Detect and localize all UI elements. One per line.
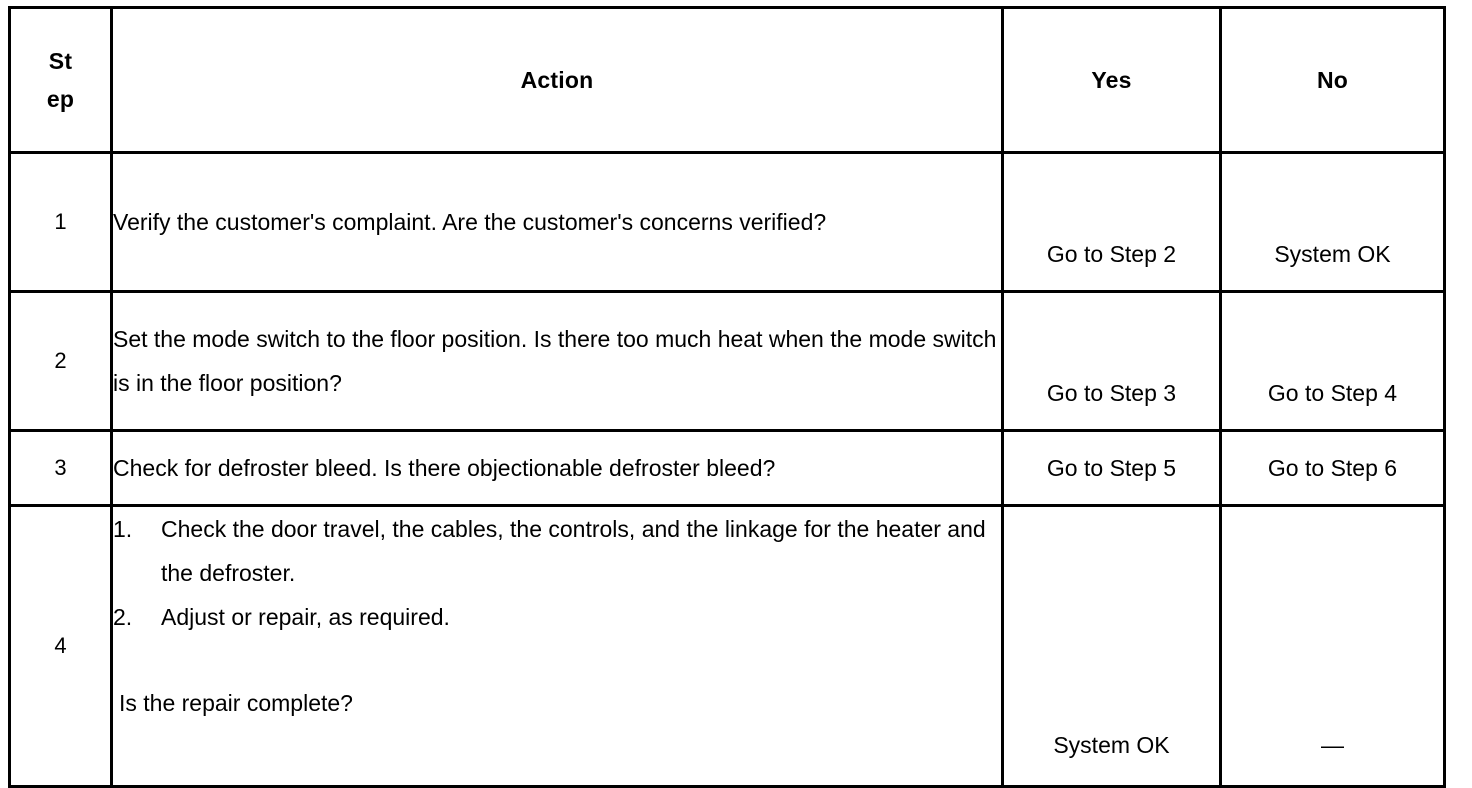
column-header-action: Action — [110, 6, 1004, 154]
em-dash-placeholder: — — [1321, 732, 1344, 758]
action-question-text: Is the repair complete? — [119, 690, 353, 716]
cell-action-list: 1. Check the door travel, the cables, the… — [110, 504, 1004, 788]
cell-step-number: 3 — [8, 429, 113, 507]
column-header-no: No — [1219, 6, 1446, 154]
cell-yes-result: Go to Step 2 — [1001, 151, 1222, 293]
column-header-step: St ep — [8, 6, 113, 154]
cell-no-result: — — [1219, 504, 1446, 788]
cell-yes-result: Go to Step 5 — [1001, 429, 1222, 507]
header-row: St ep Action Yes No — [8, 6, 1446, 154]
cell-action-text: Check for defroster bleed. Is there obje… — [110, 429, 1004, 507]
column-header-step-line2: ep — [46, 86, 75, 112]
cell-no-result: Go to Step 4 — [1219, 290, 1446, 432]
table-row: 2 Set the mode switch to the floor posit… — [8, 290, 1446, 432]
column-header-step-line1: St — [48, 48, 73, 74]
cell-action-text: Verify the customer's complaint. Are the… — [110, 151, 1004, 293]
action-numbered-list: 1. Check the door travel, the cables, the… — [113, 507, 1001, 639]
diagnostic-table-sheet: St ep Action Yes No 1 Verify the customer… — [8, 6, 1446, 788]
cell-yes-result: System OK — [1001, 504, 1222, 788]
cell-no-result: Go to Step 6 — [1219, 429, 1446, 507]
cell-action-text: Set the mode switch to the floor positio… — [110, 290, 1004, 432]
list-item-number: 2. — [113, 604, 133, 630]
list-item-text: Check the door travel, the cables, the c… — [161, 516, 986, 586]
list-item-text: Adjust or repair, as required. — [161, 604, 450, 630]
list-item-number: 1. — [113, 516, 133, 542]
table-row: 3 Check for defroster bleed. Is there ob… — [8, 429, 1446, 507]
cell-step-number: 1 — [8, 151, 113, 293]
table-row: 1 Verify the customer's complaint. Are t… — [8, 151, 1446, 293]
column-header-yes: Yes — [1001, 6, 1222, 154]
cell-no-result: System OK — [1219, 151, 1446, 293]
list-item: 1. Check the door travel, the cables, the… — [113, 507, 1001, 595]
cell-yes-result: Go to Step 3 — [1001, 290, 1222, 432]
table-body: 1 Verify the customer's complaint. Are t… — [8, 151, 1446, 788]
table-header: St ep Action Yes No — [8, 6, 1446, 154]
diagnostic-steps-table: St ep Action Yes No 1 Verify the customer… — [8, 6, 1446, 788]
list-item: 2. Adjust or repair, as required. — [113, 595, 1001, 639]
cell-step-number: 2 — [8, 290, 113, 432]
cell-step-number: 4 — [8, 504, 113, 788]
table-row: 4 1. Check the door travel, the cables, t… — [8, 504, 1446, 788]
